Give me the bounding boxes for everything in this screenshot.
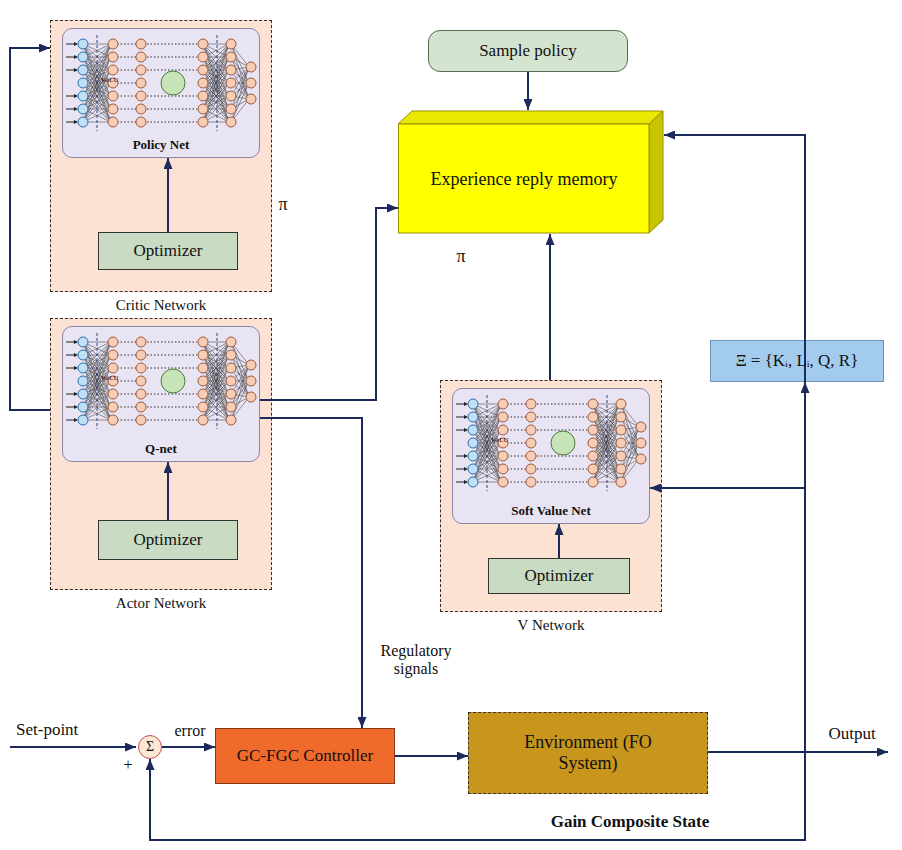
edge-label: error	[174, 722, 205, 740]
neural-net-box: Q-net	[62, 326, 260, 462]
optimizer-box: Optimizer	[488, 558, 630, 594]
group-heading: V Network	[518, 617, 585, 634]
edge-label: π	[278, 194, 287, 215]
setpoint-arrow	[10, 746, 136, 748]
connector-arrow	[395, 755, 468, 757]
node-label: Optimizer	[134, 241, 203, 261]
connector-arrow	[167, 158, 169, 232]
network-group: Actor Network Q-netOptimizer	[50, 318, 272, 614]
activation-label: ReLU	[101, 76, 118, 84]
summing-junction: Σ	[138, 735, 162, 759]
label-holder: ReLU	[482, 436, 518, 444]
label-holder: Output	[812, 724, 892, 744]
neural-net-illustration	[63, 327, 261, 437]
network-group: Critic Network Policy NetOptimizer	[50, 20, 272, 316]
connector-arrow	[260, 418, 362, 728]
node-label: Policy Net	[133, 138, 190, 153]
node-label: Q-net	[145, 442, 177, 457]
environment-box: Environment (FO System)	[468, 712, 708, 794]
label-holder: π	[450, 246, 472, 267]
edge-label: Regulatory signals	[368, 642, 464, 679]
node-label: Optimizer	[525, 566, 594, 586]
connector-arrow	[664, 135, 805, 340]
node-label: Optimizer	[134, 530, 203, 550]
connector-arrow	[167, 462, 169, 520]
group-heading: Actor Network	[116, 595, 206, 612]
activation-label: ReLU	[101, 374, 118, 382]
network-group: V Network Soft Value NetOptimizer	[440, 380, 662, 636]
controller-box: GC-FGC Controller	[215, 728, 395, 784]
activation-label: ReLU	[491, 436, 508, 444]
node-label: Soft Value Net	[511, 504, 590, 519]
connector-arrow	[10, 48, 50, 410]
connector-arrow	[558, 524, 560, 558]
memory-box: Experience reply memory	[398, 110, 664, 234]
label-holder: error	[168, 722, 212, 740]
policy-box: Sample policy	[428, 30, 628, 72]
connector-arrow	[708, 382, 805, 752]
neural-net-illustration	[453, 389, 651, 499]
node-label: Sample policy	[479, 41, 577, 61]
signal-label: Set-point	[16, 720, 78, 740]
parameter-box: Ξ = {Kᵢ, Lᵢ, Q, R}	[710, 340, 884, 382]
connector-arrow	[260, 208, 398, 400]
neural-net-box: Soft Value Net	[452, 388, 650, 524]
group-heading: Critic Network	[116, 297, 206, 314]
connector-arrow	[527, 72, 529, 110]
sign-label: +	[123, 756, 132, 774]
node-label: Σ	[146, 740, 154, 754]
neural-net-illustration	[63, 29, 261, 139]
connector-arrow	[549, 234, 551, 380]
label-holder: Regulatory signals	[368, 642, 464, 679]
label-holder: ReLU	[92, 76, 128, 84]
signal-label: Output	[828, 724, 875, 744]
node-label: Experience reply memory	[431, 169, 618, 190]
optimizer-box: Optimizer	[98, 232, 238, 270]
label-holder: π	[272, 194, 294, 215]
output-arrow	[805, 751, 888, 753]
label-holder: Gain Composite State	[520, 812, 740, 832]
node-label: Ξ = {Kᵢ, Lᵢ, Q, R}	[736, 351, 859, 371]
node-label: Environment (FO System)	[499, 732, 677, 773]
label-holder: Set-point	[16, 720, 106, 740]
connector-arrow	[162, 746, 215, 748]
edge-label: π	[456, 246, 465, 267]
neural-net-box: Policy Net	[62, 28, 260, 158]
label-holder: +	[118, 756, 138, 774]
optimizer-box: Optimizer	[98, 520, 238, 560]
node-label: GC-FGC Controller	[237, 746, 373, 766]
feedback-label: Gain Composite State	[551, 812, 710, 832]
label-holder: ReLU	[92, 374, 128, 382]
